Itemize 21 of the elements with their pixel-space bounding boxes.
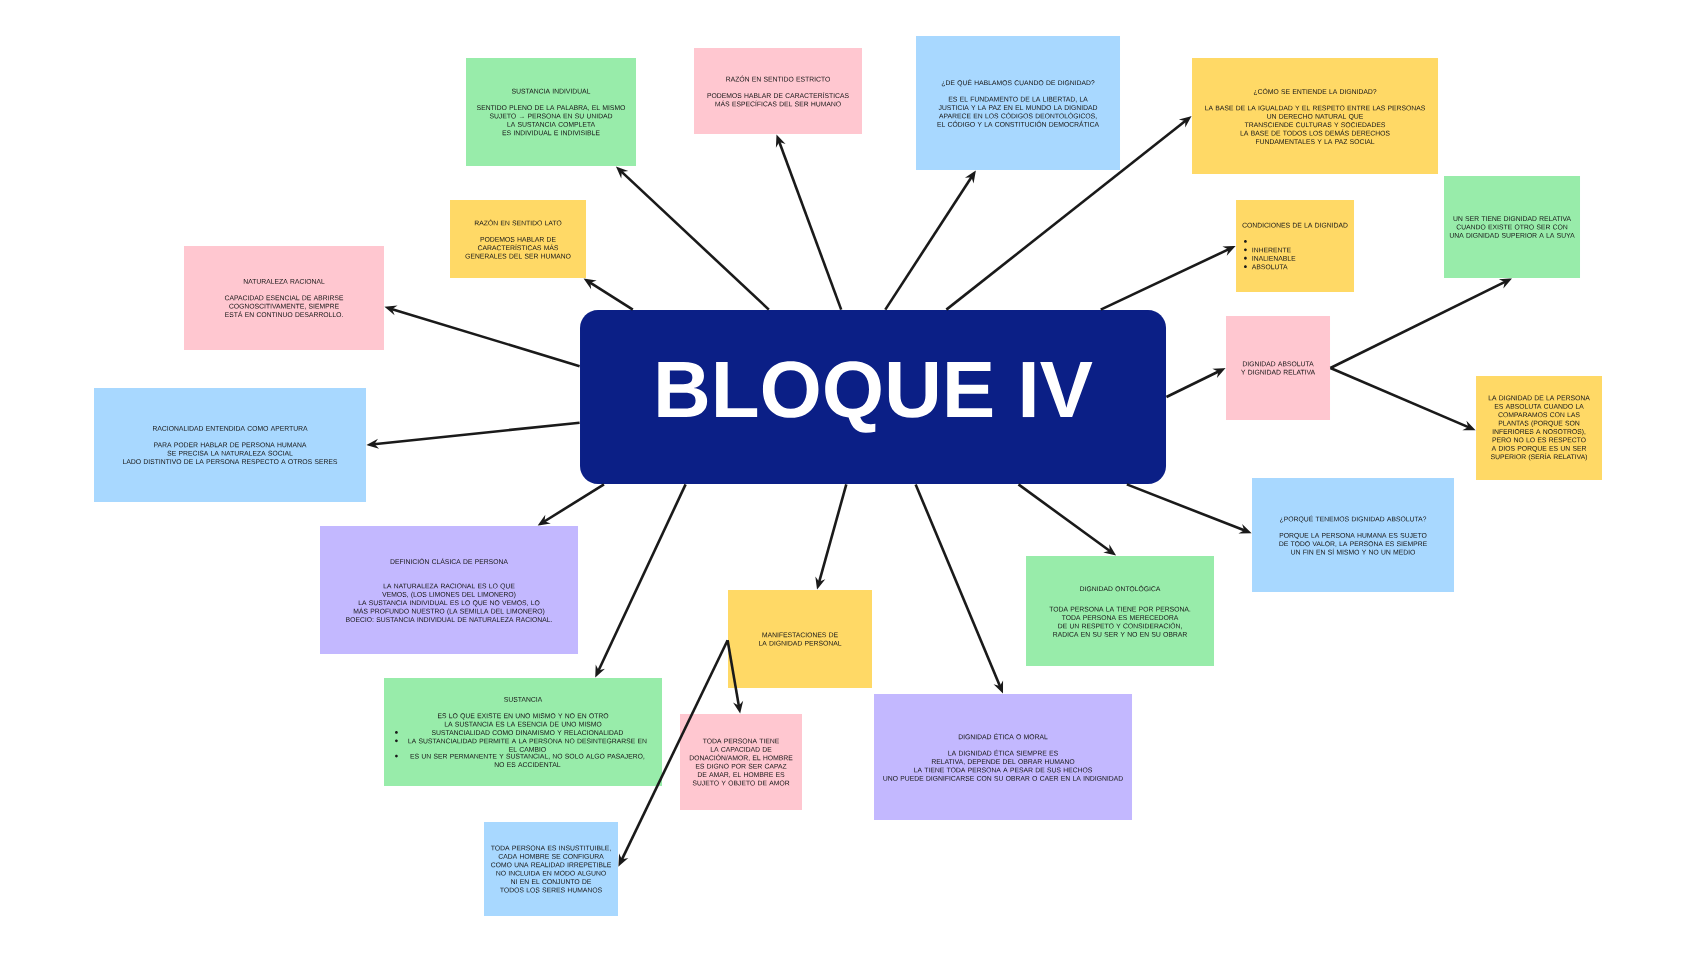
sticky-note (728, 590, 872, 688)
sticky-note (320, 526, 578, 654)
sticky-note (466, 58, 636, 166)
sticky-note (1192, 58, 1438, 174)
title-text: BLOQUE IV (658, 361, 1093, 433)
sticky-note (484, 822, 618, 916)
sticky-note (694, 48, 862, 134)
sticky-note (1444, 176, 1580, 278)
sticky-note (874, 694, 1132, 820)
title-box (580, 310, 1166, 484)
sticky-note (94, 388, 366, 502)
sticky-note (680, 714, 802, 810)
sticky-note (1236, 200, 1354, 292)
sticky-note (1252, 478, 1454, 592)
sticky-note (384, 678, 662, 786)
sticky-note (1026, 556, 1214, 666)
sticky-note (450, 200, 586, 278)
sticky-note (184, 246, 384, 350)
sticky-note (1476, 376, 1602, 480)
sticky-note (1226, 316, 1330, 420)
sticky-note (916, 36, 1120, 170)
